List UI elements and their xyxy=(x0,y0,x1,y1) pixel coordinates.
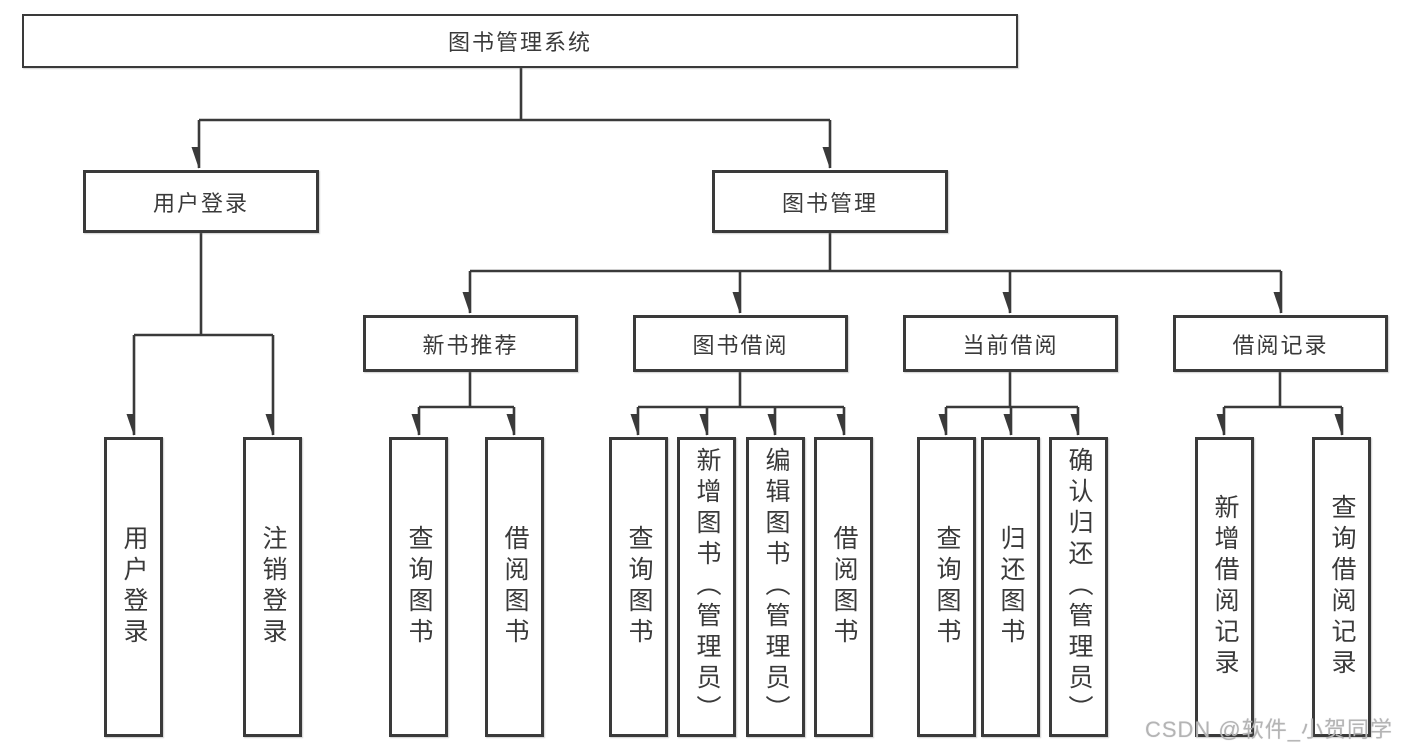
leaf-query-books-recommend-label: 查询图书 xyxy=(405,525,433,649)
node-book-management: 图书管理 xyxy=(712,170,948,233)
node-library-management-system: 图书管理系统 xyxy=(22,14,1018,68)
csdn-watermark: CSDN @软件_小贺同学 xyxy=(1144,717,1393,742)
leaf-logout: 注销登录 xyxy=(243,437,302,737)
leaf-query-books-borrowing-label: 查询图书 xyxy=(625,525,653,649)
leaf-borrow-books-recommend: 借阅图书 xyxy=(485,437,544,737)
leaf-add-borrow-record: 新增借阅记录 xyxy=(1195,437,1254,737)
leaf-query-borrow-record: 查询借阅记录 xyxy=(1312,437,1371,737)
leaf-add-book-admin: 新增图书（管理员） xyxy=(677,437,736,737)
leaf-query-borrow-record-label: 查询借阅记录 xyxy=(1328,494,1356,680)
node-book-borrowing: 图书借阅 xyxy=(633,315,848,372)
leaf-edit-book-admin-label: 编辑图书（管理员） xyxy=(762,447,790,726)
node-borrowing-records: 借阅记录 xyxy=(1173,315,1388,372)
leaf-query-books-current: 查询图书 xyxy=(917,437,976,737)
leaf-borrow-books-borrowing-label: 借阅图书 xyxy=(830,525,858,649)
leaf-confirm-return-admin-label: 确认归还（管理员） xyxy=(1065,447,1093,726)
leaf-add-book-admin-label: 新增图书（管理员） xyxy=(693,447,721,726)
leaf-borrow-books-recommend-label: 借阅图书 xyxy=(501,525,529,649)
node-new-book-recommendation: 新书推荐 xyxy=(363,315,578,372)
leaf-logout-label: 注销登录 xyxy=(259,525,287,649)
node-current-borrowing: 当前借阅 xyxy=(903,315,1118,372)
leaf-borrow-books-borrowing: 借阅图书 xyxy=(814,437,873,737)
leaf-query-books-borrowing: 查询图书 xyxy=(609,437,668,737)
leaf-edit-book-admin: 编辑图书（管理员） xyxy=(746,437,805,737)
leaf-return-books: 归还图书 xyxy=(981,437,1040,737)
leaf-user-login: 用户登录 xyxy=(104,437,163,737)
node-user-login: 用户登录 xyxy=(83,170,319,233)
leaf-confirm-return-admin: 确认归还（管理员） xyxy=(1049,437,1108,737)
leaf-return-books-label: 归还图书 xyxy=(997,525,1025,649)
leaf-query-books-recommend: 查询图书 xyxy=(389,437,448,737)
leaf-user-login-label: 用户登录 xyxy=(120,525,148,649)
leaf-add-borrow-record-label: 新增借阅记录 xyxy=(1211,494,1239,680)
leaf-query-books-current-label: 查询图书 xyxy=(933,525,961,649)
